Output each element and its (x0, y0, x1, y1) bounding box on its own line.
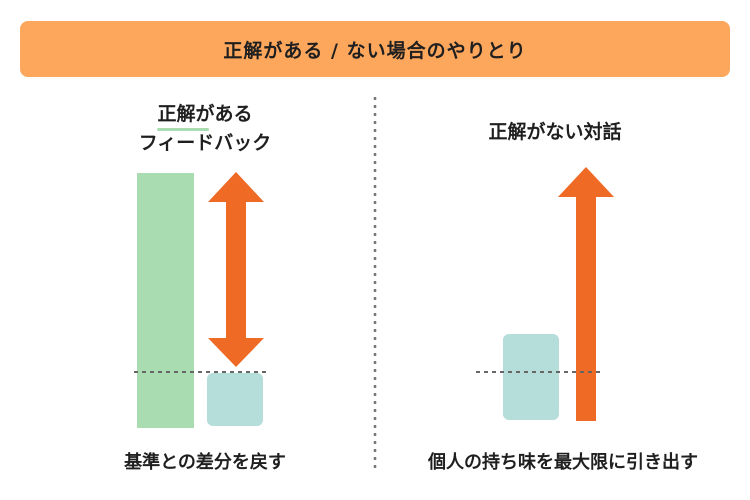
left-title-line2: フィードバック (138, 132, 272, 154)
banner-title: 正解がある / ない場合のやりとり (223, 39, 527, 62)
title-underline (157, 128, 210, 131)
left-panel-title: 正解がある フィードバック (90, 100, 320, 158)
standard-bar (137, 173, 194, 428)
right-panel-title: 正解がない対話 (488, 121, 622, 143)
individual-box-right (503, 334, 559, 420)
individual-box-left (207, 373, 263, 426)
left-title-line1: 正解がある (157, 103, 253, 125)
up-arrow-icon (558, 167, 614, 421)
title-banner: 正解がある / ない場合のやりとり (20, 21, 730, 77)
right-panel-caption: 個人の持ち味を最大限に引き出す (428, 452, 698, 473)
double-arrow-icon (208, 172, 264, 367)
left-panel-caption: 基準との差分を戻す (124, 452, 286, 473)
